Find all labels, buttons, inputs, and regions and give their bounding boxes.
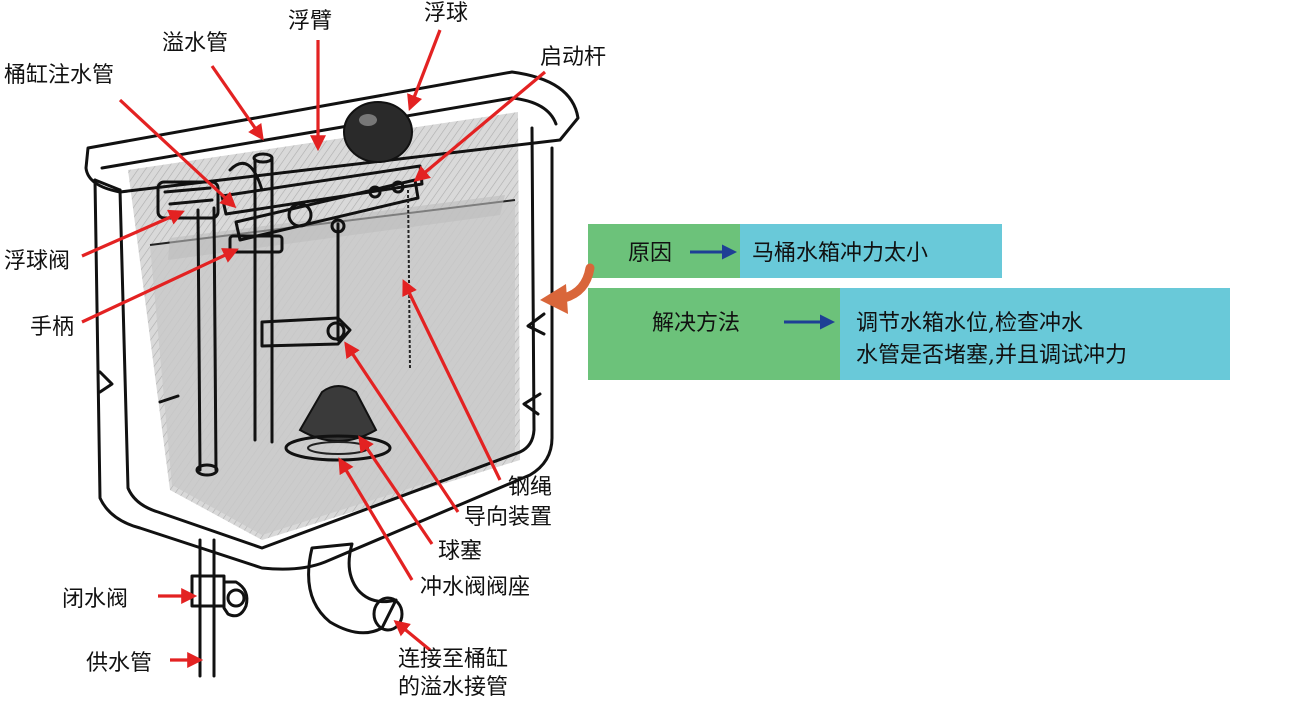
component-labels: 桶缸注水管 溢水管 浮臂 浮球 启动杆 浮球阀 手柄 钢绳 导向装置 球塞 冲水…: [4, 1, 606, 700]
pointer-shoubing: [81, 248, 239, 324]
curved-arrow-head-icon: [540, 284, 568, 314]
label-fuqiu: 浮球: [424, 1, 468, 26]
pointer-yishui-guan: [210, 65, 264, 141]
solution-label: 解决方法: [652, 311, 740, 336]
pointer-gangsheng: [402, 279, 502, 481]
label-gongshui-guan: 供水管: [86, 651, 152, 676]
label-tongang-zhushui-guan: 桶缸注水管: [4, 63, 114, 88]
pointer-daoxiang-zhuangzhi: [344, 341, 460, 513]
label-fubi: 浮臂: [288, 9, 332, 34]
curved-arrow-icon: [559, 263, 595, 303]
solution-line1: 调节水箱水位,检查冲水: [856, 311, 1083, 336]
label-qiusai: 球塞: [438, 539, 482, 564]
label-shoubing: 手柄: [30, 315, 74, 340]
label-lianjie-line1: 连接至桶缸: [398, 647, 508, 672]
info-panel: 原因 马桶水箱冲力太小 解决方法 调节水箱水位,检查冲水 水管是否堵塞,并且调试…: [540, 224, 1230, 380]
solution-line2: 水管是否堵塞,并且调试冲力: [856, 343, 1127, 368]
cause-label: 原因: [628, 241, 672, 266]
pointer-qiusai: [358, 435, 434, 545]
label-bishui-fa: 闭水阀: [62, 587, 128, 612]
cause-text: 马桶水箱冲力太小: [752, 241, 928, 266]
toilet-tank-illustration: [84, 70, 580, 678]
pointer-arrows: [81, 29, 547, 668]
label-gangsheng: 钢绳: [508, 475, 552, 500]
solution-label-box: [588, 288, 840, 380]
pointer-qidong-gan: [413, 70, 547, 183]
solution-text-box: [840, 288, 1230, 380]
label-chongshui-fa-fazuo: 冲水阀阀座: [420, 575, 530, 600]
cause-text-box: [740, 224, 1002, 278]
label-qidong-gan: 启动杆: [540, 45, 606, 70]
label-daoxiang-zhuangzhi: 导向装置: [464, 505, 552, 530]
pointer-lianjie: [393, 619, 432, 652]
pointer-chongshui-fa-fazuo: [338, 457, 414, 581]
label-lianjie-line2: 的溢水接管: [398, 675, 508, 700]
pointer-fuqiu: [407, 29, 442, 111]
label-fuqiu-fa: 浮球阀: [4, 249, 70, 274]
pointer-tongang-zhushui-guan: [118, 98, 237, 209]
label-yishui-guan: 溢水管: [162, 31, 228, 56]
pointer-fuqiu-fa: [81, 209, 185, 258]
